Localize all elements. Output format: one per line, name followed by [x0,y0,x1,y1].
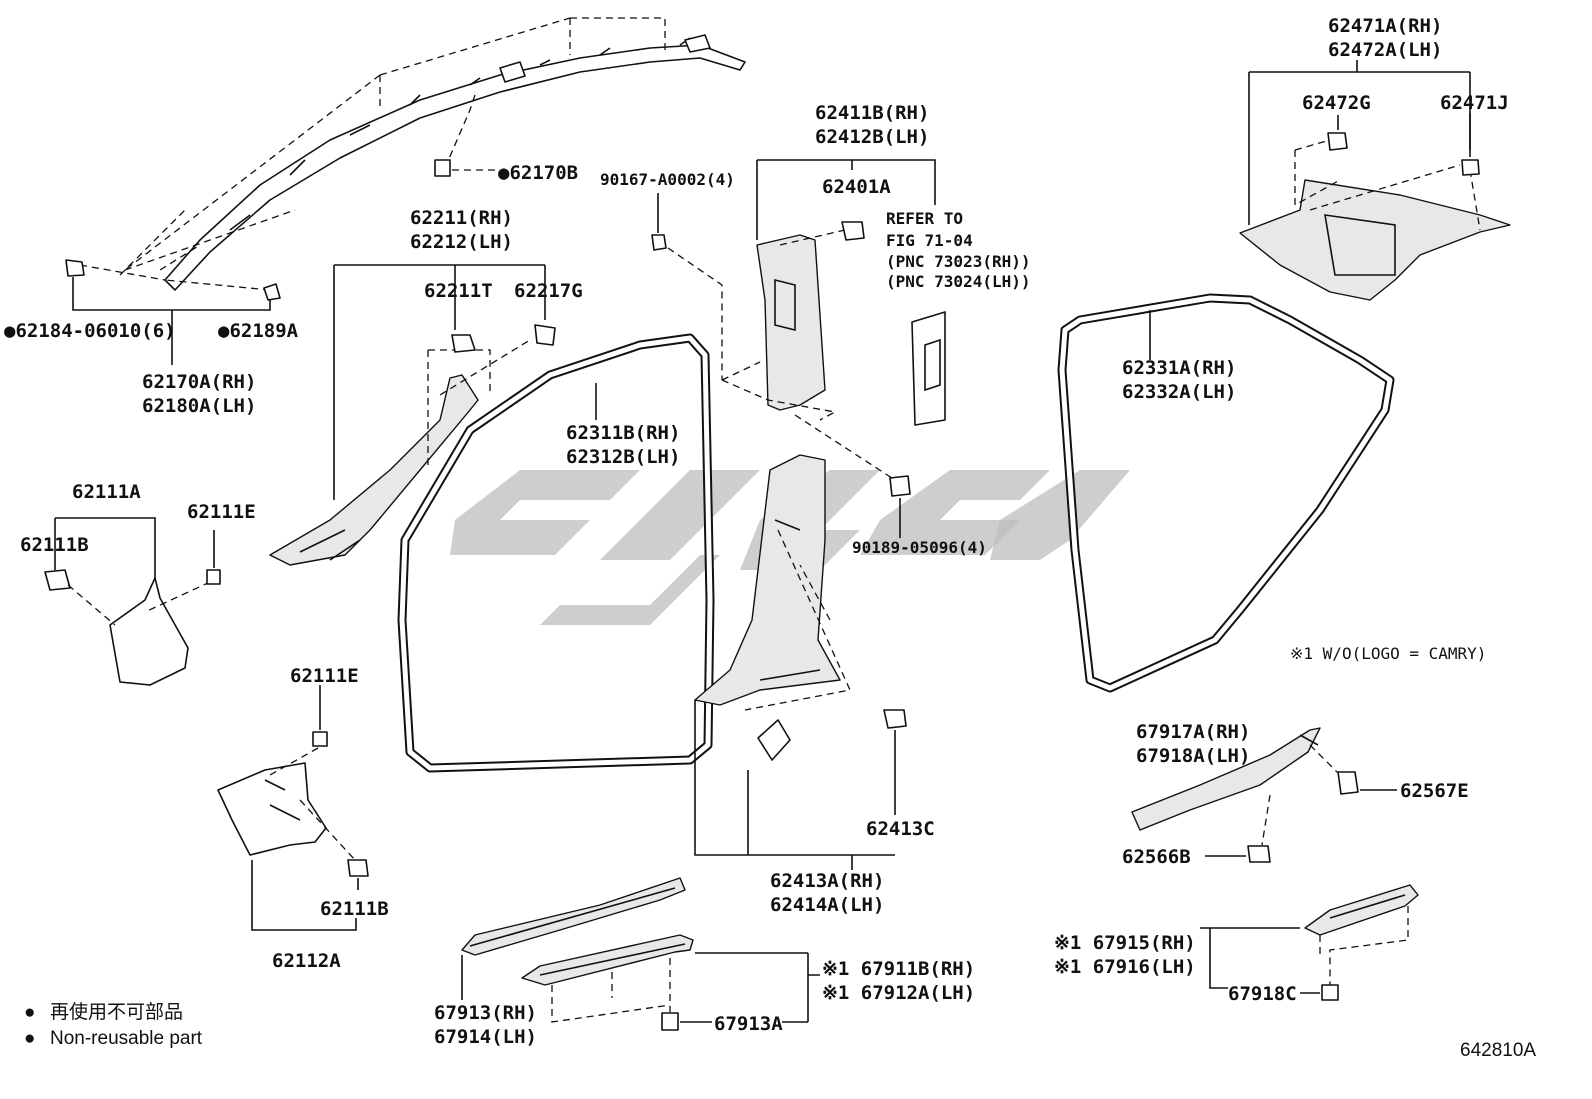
label-62332A-lh: 62332A(LH) [1122,381,1236,403]
label-62111B-top: 62111B [20,534,89,556]
clip-62111B-lower [347,859,369,877]
clip-62217G [534,324,556,346]
legend-bullet-en: ● [24,1028,35,1049]
legend: ● 再使用不可部品 ● Non-reusable part [24,1001,203,1049]
label-62111E-mid: 62111E [290,665,359,687]
rear-door-scuff [1304,884,1419,936]
label-62211-rh: 62211(RH) [410,207,513,229]
ref-line1: REFER TO [886,209,963,228]
label-62567E: 62567E [1400,780,1469,802]
label-62413C: 62413C [866,818,935,840]
clip-62401A [841,221,865,241]
label-67918A-lh: 67918A(LH) [1136,745,1250,767]
label-62331A-rh: 62331A(RH) [1122,357,1236,379]
label-67913-rh: 67913(RH) [434,1002,537,1024]
label-62189A: ●62189A [218,320,299,342]
rear-door-scuff-group [1200,884,1419,1001]
label-62472A-lh: 62472A(LH) [1328,39,1442,61]
ref-line2: FIG 71-04 [886,231,973,250]
note-without-logo: ※1 W/O(LOGO = CAMRY) [1290,644,1486,663]
cowl-side-trim-lower-group [217,685,369,931]
label-67911B-rh: ※1 67911B(RH) [822,958,975,980]
clip-62566B [1247,845,1271,863]
front-pillar-garnish [269,374,479,566]
center-pillar-upper-garnish [756,234,826,411]
label-62311B-rh: 62311B(RH) [566,422,680,444]
label-67913A: 67913A [714,1013,783,1035]
label-62170B: ●62170B [498,162,578,184]
clip-90189 [889,475,911,497]
cowl-side-trim-upper-group [44,517,221,686]
label-67916-lh: ※1 67916(LH) [1054,956,1196,978]
clip-62189A [263,283,281,301]
center-pillar-lower-group [694,414,911,870]
label-62472G: 62472G [1302,92,1371,114]
label-62211T: 62211T [424,280,493,302]
label-62411B-rh: 62411B(RH) [815,102,929,124]
label-62180A-lh: 62180A(LH) [142,395,256,417]
legend-bullet-jp: ● [24,1002,35,1023]
label-62111A: 62111A [72,481,141,503]
label-90189: 90189-05096(4) [852,538,987,557]
label-67918C: 67918C [1228,983,1297,1005]
label-62312B-lh: 62312B(LH) [566,446,680,468]
label-67912A-lh: ※1 67912A(LH) [822,982,975,1004]
clip-62472G [1327,132,1348,151]
clip-62211T [451,334,476,353]
diagram-id: 642810A [1460,1040,1536,1061]
clip-62471J [1461,159,1480,176]
label-62471A-rh: 62471A(RH) [1328,15,1442,37]
screw-90167 [651,234,667,251]
front-pillar-garnish-group [269,264,556,566]
label-62413A-rh: 62413A(RH) [770,870,884,892]
label-62414A-lh: 62414A(LH) [770,894,884,916]
label-67915-rh: ※1 67915(RH) [1054,932,1196,954]
label-62217G: 62217G [514,280,583,302]
screw-62170B [434,159,451,177]
clip-62184 [65,259,85,277]
label-67914-lh: 67914(LH) [434,1026,537,1048]
cowl-side-trim-upper [109,577,189,686]
label-62412B-lh: 62412B(LH) [815,126,929,148]
center-pillar-lower-garnish [694,454,841,706]
roof-side-garnish [164,44,746,291]
rear-scuff-plate [1131,727,1321,831]
label-62112A: 62112A [272,950,341,972]
label-62471J: 62471J [1440,92,1509,114]
ref-line4: (PNC 73024(LH)) [886,272,1031,291]
front-scuff-plate-group [461,877,820,1031]
clip-67913A [661,1012,679,1031]
roof-side-garnish-group [65,17,746,365]
clip-62413C [883,709,907,729]
center-pillar-upper-group [721,159,946,426]
clip-67918C [1321,984,1339,1001]
label-62401A: 62401A [822,176,891,198]
label-90167: 90167-A0002(4) [600,170,735,189]
label-62212-lh: 62212(LH) [410,231,513,253]
label-62566B: 62566B [1122,846,1191,868]
cowl-side-trim-lower [217,762,327,856]
label-62111E-top: 62111E [187,501,256,523]
label-62184: ●62184-06010(6) [4,320,176,342]
rear-door-weatherstrip-group [1057,293,1395,693]
label-67917A-rh: 67917A(RH) [1136,721,1250,743]
legend-text-en: Non-reusable part [50,1028,203,1049]
roof-side-inner-garnish-group [1239,60,1511,301]
ref-line3: (PNC 73023(RH)) [886,252,1031,271]
legend-text-jp: 再使用不可部品 [50,1001,183,1023]
rear-scuff-plate-group [1131,727,1397,863]
clip-62567E [1337,771,1359,795]
front-door-weatherstrip-group [397,193,723,773]
label-62111B-low: 62111B [320,898,389,920]
label-62170A-rh: 62170A(RH) [142,371,256,393]
roof-side-inner-garnish [1239,179,1511,301]
